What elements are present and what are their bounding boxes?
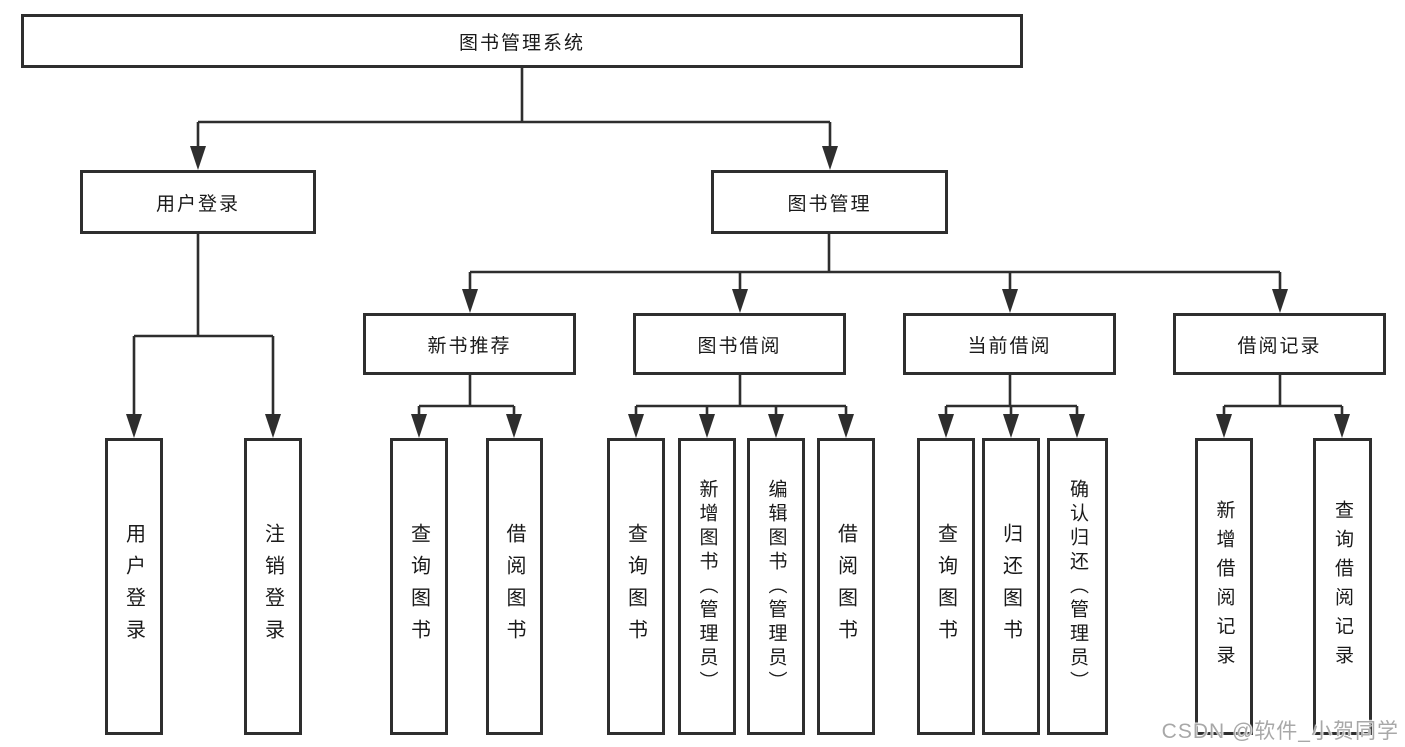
leaf-cb-confirm-return-admin-label: 确认归还（管理员） (1067, 478, 1088, 695)
node-book-borrow: 图书借阅 (633, 313, 846, 375)
leaf-cb-query-books-label: 查询图书 (934, 522, 957, 651)
leaf-cb-return-books: 归还图书 (982, 438, 1040, 735)
leaf-bb-borrow-books: 借阅图书 (817, 438, 875, 735)
leaf-nb-borrow-books: 借阅图书 (486, 438, 543, 735)
node-borrow-records: 借阅记录 (1173, 313, 1386, 375)
leaf-logout-label: 注销登录 (261, 522, 284, 651)
node-user-login-label: 用户登录 (155, 193, 240, 215)
leaf-nb-query-books: 查询图书 (390, 438, 448, 735)
watermark-text: CSDN @软件_小贺同学 (1161, 720, 1399, 743)
leaf-cb-query-books: 查询图书 (917, 438, 975, 735)
leaf-bb-borrow-books-label: 借阅图书 (834, 522, 857, 651)
node-new-book-recommend-label: 新书推荐 (427, 335, 512, 357)
leaf-bb-add-books-admin-label: 新增图书（管理员） (696, 478, 718, 695)
leaf-br-add-borrow-record-label: 新增借阅记录 (1213, 499, 1235, 674)
node-book-management-label: 图书管理 (787, 193, 872, 215)
leaf-bb-query-books-label: 查询图书 (624, 522, 647, 651)
leaf-logout: 注销登录 (244, 438, 302, 735)
node-user-login: 用户登录 (80, 170, 316, 234)
leaf-cb-return-books-label: 归还图书 (999, 522, 1022, 651)
leaf-bb-add-books-admin: 新增图书（管理员） (678, 438, 736, 735)
leaf-user-login: 用户登录 (105, 438, 163, 735)
leaf-nb-borrow-books-label: 借阅图书 (503, 522, 525, 651)
node-borrow-records-label: 借阅记录 (1237, 335, 1322, 357)
leaf-bb-query-books: 查询图书 (607, 438, 665, 735)
node-current-borrow: 当前借阅 (903, 313, 1116, 375)
leaf-br-query-borrow-record: 查询借阅记录 (1313, 438, 1372, 735)
node-new-book-recommend: 新书推荐 (363, 313, 576, 375)
leaf-bb-edit-books-admin-label: 编辑图书（管理员） (765, 478, 787, 695)
leaf-user-login-label: 用户登录 (122, 522, 145, 651)
node-root-label: 图书管理系统 (458, 32, 585, 54)
leaf-nb-query-books-label: 查询图书 (407, 522, 430, 651)
leaf-br-add-borrow-record: 新增借阅记录 (1195, 438, 1253, 735)
leaf-cb-confirm-return-admin: 确认归还（管理员） (1047, 438, 1108, 735)
node-current-borrow-label: 当前借阅 (967, 335, 1052, 357)
leaf-bb-edit-books-admin: 编辑图书（管理员） (747, 438, 805, 735)
node-book-borrow-label: 图书借阅 (697, 335, 782, 357)
node-book-management: 图书管理 (711, 170, 948, 234)
leaf-br-query-borrow-record-label: 查询借阅记录 (1332, 499, 1353, 674)
node-root: 图书管理系统 (21, 14, 1023, 68)
